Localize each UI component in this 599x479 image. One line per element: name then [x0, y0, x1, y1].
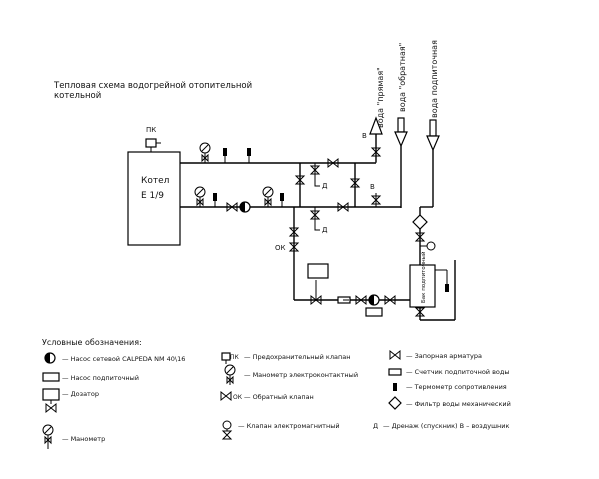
legend-ok-label: ОК	[233, 394, 243, 401]
drain-icon: Д	[314, 180, 328, 190]
safety-valve: ПК	[145, 126, 161, 152]
legend-manometer-icon	[42, 424, 54, 446]
legend-heading: Условные обозначения:	[42, 338, 142, 347]
thermometer-icon	[280, 193, 284, 207]
makeup-arrow-icon	[426, 119, 440, 152]
contact-manometer-icon	[262, 186, 274, 208]
drain-label: Д	[322, 226, 328, 234]
legend-safety-valve: — Предохранительный клапан	[244, 353, 350, 361]
air-vent-label: В	[362, 132, 367, 140]
boiler-name: Котел	[141, 176, 169, 186]
legend-thermometer: — Термометр сопротивления	[406, 383, 507, 391]
makeup-tank: Бак подпиточный	[409, 251, 449, 308]
legend-dosing-icon	[42, 388, 60, 401]
legend-filter-icon	[388, 396, 402, 410]
legend-water-meter-icon	[388, 368, 402, 376]
thermometer-icon	[213, 193, 217, 207]
return-arrow-icon	[394, 117, 408, 148]
legend-thermometer-icon	[393, 383, 397, 391]
pk-label: ПК	[146, 126, 156, 134]
scheme-title-line2: котельной	[54, 91, 101, 101]
filter-icon	[412, 214, 428, 230]
legend-safety-valve-icon: ПК	[221, 352, 240, 364]
legend-check-valve-icon	[220, 391, 232, 401]
air-vent-label: В	[370, 183, 375, 191]
legend-pump-icon	[44, 352, 56, 364]
solenoid-valve-icon	[420, 241, 436, 251]
legend-makeup-pump-icon	[42, 372, 60, 382]
supply-water-label: вода "прямая"	[376, 67, 385, 128]
legend-dosing-valve-icon	[45, 403, 57, 413]
return-water-label: вода "обратная"	[398, 43, 407, 112]
legend-filter: — Фильтр воды механический	[406, 400, 511, 408]
makeup-water-label: вода подпиточная	[430, 40, 439, 118]
legend-shutoff: — Запорная арматура	[406, 352, 482, 360]
legend-dosing: — Дозатор	[62, 390, 99, 398]
legend-shutoff-icon	[389, 350, 401, 360]
thermometer-icon	[223, 148, 227, 163]
network-pump-icon	[239, 201, 251, 213]
legend-water-meter: — Счетчик подпиточной воды	[406, 368, 510, 376]
legend-makeup-pump: — Насос подпиточный	[62, 374, 139, 382]
legend-drain-label: Д	[373, 422, 378, 430]
dosing-unit	[307, 263, 329, 279]
legend-drain: — Дренаж (спускник) В – воздушник	[383, 422, 510, 430]
makeup-pump-icon	[365, 294, 383, 317]
scheme-title: Тепловая схема водогрейной отопительной	[53, 81, 252, 91]
legend-solenoid-valve-icon	[222, 420, 232, 440]
air-vent-icon: В	[370, 183, 381, 207]
boiler-model: Е 1/9	[141, 191, 164, 201]
manometer-icon	[194, 186, 206, 208]
air-vent-icon: В	[362, 132, 381, 163]
legend-manometer: — Манометр	[62, 435, 105, 443]
drain-label: Д	[322, 182, 328, 190]
legend-solenoid-valve: — Клапан электромагнитный	[238, 422, 340, 430]
boiler: Котел Е 1/9	[127, 151, 181, 246]
tank-label: Бак подпиточный	[420, 251, 427, 303]
legend-contact-manometer: — Манометр электроконтактный	[244, 371, 358, 379]
ok-label: ОК	[275, 244, 286, 252]
drain-icon: Д	[314, 224, 328, 234]
legend-contact-manometer-icon	[224, 364, 236, 386]
legend-check-valve: — Обратный клапан	[244, 393, 314, 401]
thermometer-icon	[247, 148, 251, 163]
legend-pk-label: ПК	[230, 354, 240, 361]
manometer-icon	[199, 142, 211, 164]
legend-pump: — Насос сетевой CALPEDA NM 40\16	[62, 355, 185, 363]
